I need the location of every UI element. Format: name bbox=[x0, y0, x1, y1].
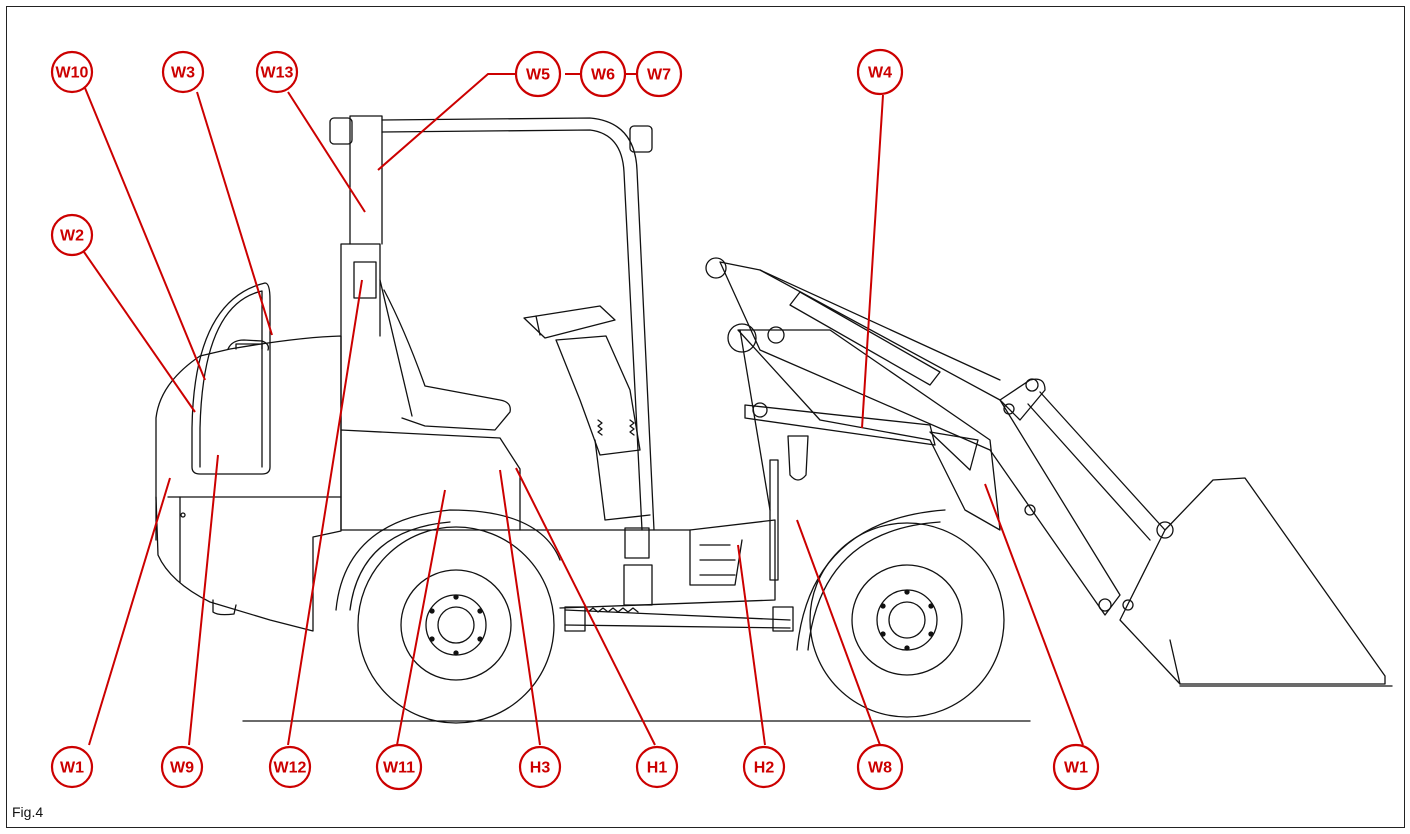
callout-w11: W11 bbox=[383, 760, 415, 777]
rear-hood bbox=[155, 335, 342, 632]
callout-circle-w2 bbox=[50, 213, 94, 257]
callout-w3: W3 bbox=[171, 65, 195, 82]
callout-circle-w9 bbox=[160, 745, 204, 789]
callout-w9: W9 bbox=[170, 760, 194, 777]
rear-wheel bbox=[357, 526, 555, 724]
bucket bbox=[1119, 477, 1386, 685]
figure-frame bbox=[6, 6, 1405, 828]
callout-circle-h3 bbox=[518, 745, 562, 789]
rear-grille bbox=[191, 282, 271, 475]
callout-w2: W2 bbox=[60, 228, 84, 245]
callout-circle-w7 bbox=[635, 50, 683, 98]
rops-frame bbox=[381, 117, 655, 531]
callout-circle-w1-left bbox=[50, 745, 94, 789]
front-wheel bbox=[809, 522, 1005, 718]
callout-circle-w6 bbox=[579, 50, 627, 98]
callout-w1-right: W1 bbox=[1064, 760, 1088, 777]
loader-line-art bbox=[155, 115, 1393, 724]
callout-h1: H1 bbox=[647, 760, 668, 777]
callout-w12: W12 bbox=[274, 760, 307, 777]
callout-w13: W13 bbox=[261, 65, 294, 82]
callout-circle-w5 bbox=[514, 50, 562, 98]
callout-circle-w1-right bbox=[1052, 743, 1100, 791]
rops-post bbox=[349, 115, 383, 245]
callout-w1-left: W1 bbox=[60, 760, 84, 777]
callout-w4: W4 bbox=[868, 65, 892, 82]
callout-circles bbox=[50, 48, 1100, 791]
chassis bbox=[519, 519, 776, 609]
callout-w5: W5 bbox=[526, 67, 550, 84]
callout-circle-w13 bbox=[255, 50, 299, 94]
lift-cylinder bbox=[789, 291, 941, 386]
front-frame bbox=[737, 329, 1001, 531]
callout-circle-w10 bbox=[50, 50, 94, 94]
callout-w6: W6 bbox=[591, 67, 615, 84]
callouts bbox=[83, 73, 1084, 746]
figure-label: Fig.4 bbox=[12, 804, 44, 820]
callout-circle-w4 bbox=[856, 48, 904, 96]
callout-circle-h2 bbox=[742, 745, 786, 789]
callout-w8: W8 bbox=[868, 760, 892, 777]
seat bbox=[383, 289, 511, 431]
callout-circle-w3 bbox=[161, 50, 205, 94]
callout-h2: H2 bbox=[754, 760, 775, 777]
callout-circle-w8 bbox=[856, 743, 904, 791]
callout-circle-h1 bbox=[635, 745, 679, 789]
callout-h3: H3 bbox=[530, 760, 551, 777]
callout-circle-w12 bbox=[268, 745, 312, 789]
callout-w7: W7 bbox=[647, 67, 671, 84]
callout-circle-w11 bbox=[375, 743, 423, 791]
steering-column bbox=[555, 335, 641, 456]
tilt-cylinder bbox=[744, 404, 936, 446]
callout-w10: W10 bbox=[56, 65, 89, 82]
cab-panel bbox=[340, 429, 521, 531]
